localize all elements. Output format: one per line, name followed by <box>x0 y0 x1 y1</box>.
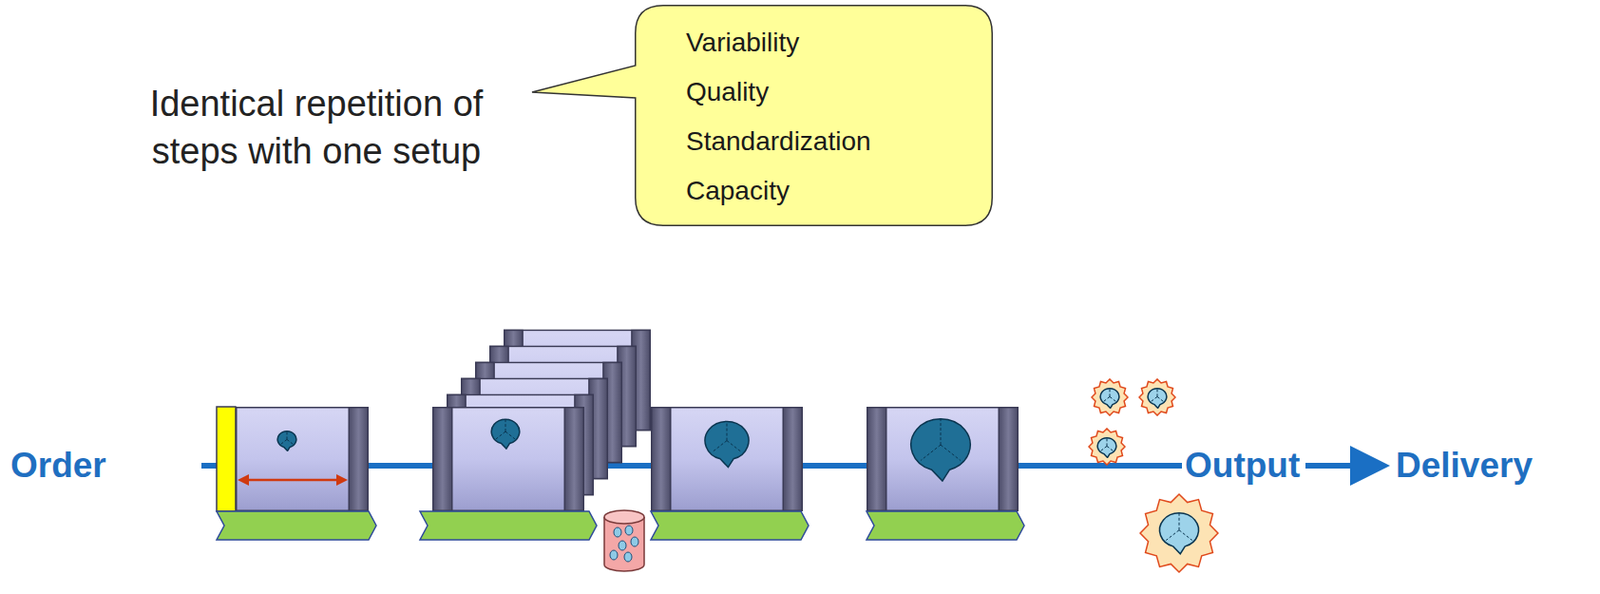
callout-item: Variability <box>685 26 965 59</box>
callout-item: Capacity <box>685 174 965 208</box>
product-bubble <box>277 419 971 481</box>
flow-label: Order <box>7 444 110 487</box>
note-text: Identical repetition of steps with one s… <box>112 79 521 175</box>
machine <box>433 407 585 512</box>
flow-label: Output <box>1181 444 1303 487</box>
machine <box>651 407 803 512</box>
machine <box>216 406 368 512</box>
flow-label: Delivery <box>1392 444 1536 487</box>
callout-item: Quality <box>685 76 965 109</box>
callout-shape <box>532 5 992 227</box>
callout-box: VariabilityQualityStandardizationCapacit… <box>634 4 993 227</box>
machine <box>867 407 1019 512</box>
callout-item: Standardization <box>685 125 965 158</box>
inventory-buffer <box>604 510 645 572</box>
